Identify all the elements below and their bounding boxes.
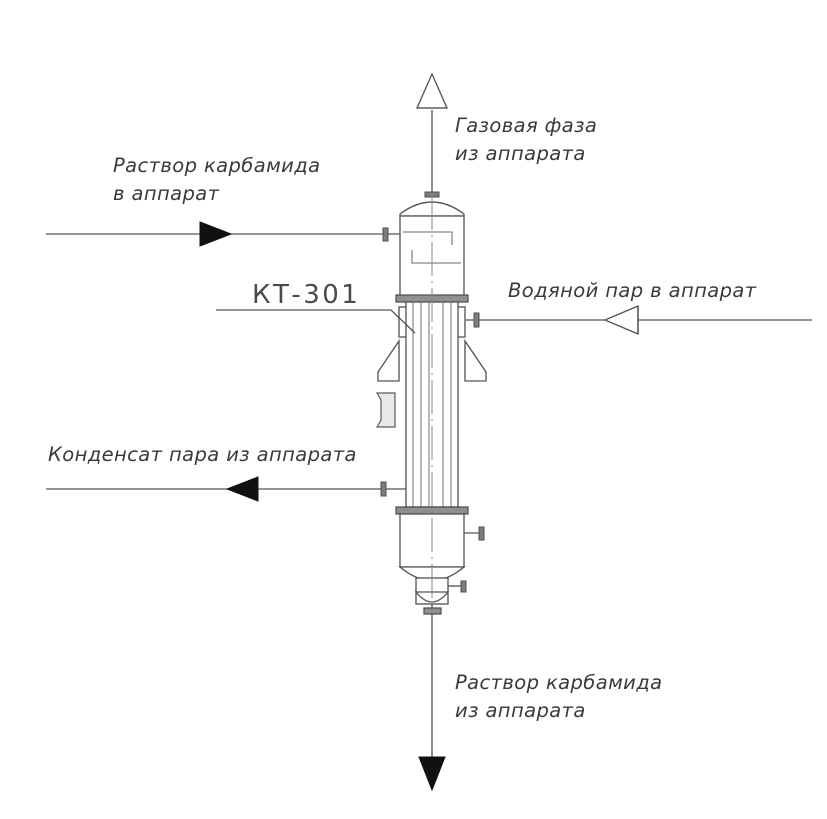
sight-glass-nozzle [375,392,396,428]
tag-leader-line [216,309,416,334]
support-brackets [377,338,487,382]
condensate-outlet-label-line1: Конденсат пара из аппарата [48,443,357,466]
equipment-tag-leader [216,309,416,334]
steam-inlet-arrow-icon [603,304,639,336]
support-bracket-left [377,338,400,382]
internal-baffle-upper [403,231,453,245]
steam-inlet-label-line1: Водяной пар в аппарат [508,279,757,302]
stream-gas-outlet [415,72,449,198]
carbamide-outlet-arrow-icon [418,756,446,792]
carbamide-inlet-arrow-icon [199,221,233,247]
stream-carbamide-inlet [46,221,400,247]
gas-outlet-arrow-icon [415,72,449,109]
carbamide-outlet-label-line2: из аппарата [455,699,586,722]
gas-outlet-label-line2: из аппарата [455,142,586,165]
carbamide-outlet-flange [423,607,442,615]
carbamide-inlet-label-line2: в аппарат [113,182,220,205]
carbamide-inlet-nozzle-flange [382,227,389,242]
carbamide-outlet-label-line1: Раствор карбамида [455,671,662,694]
stream-steam-inlet [465,304,812,336]
support-bracket-right [464,338,487,382]
internal-baffle-lower [411,250,461,264]
stream-condensate-outlet [46,476,406,502]
equipment-main-shell [375,301,459,508]
equipment-outlet-neck [414,577,467,605]
equipment-tag-label: КТ-301 [252,280,360,310]
carbamide-inlet-label-line1: Раствор карбамида [113,154,320,177]
equipment-lower-chamber [398,513,485,582]
gas-outlet-label-line1: Газовая фаза [455,114,597,137]
outlet-neck-nozzle-flange [460,580,467,593]
condensate-outlet-arrow-icon [225,476,259,502]
lower-chamber-nozzle-flange [478,526,485,541]
condensate-outlet-nozzle-flange [380,481,387,497]
stream-carbamide-outlet [418,604,446,792]
steam-inlet-nozzle-flange [473,312,480,328]
